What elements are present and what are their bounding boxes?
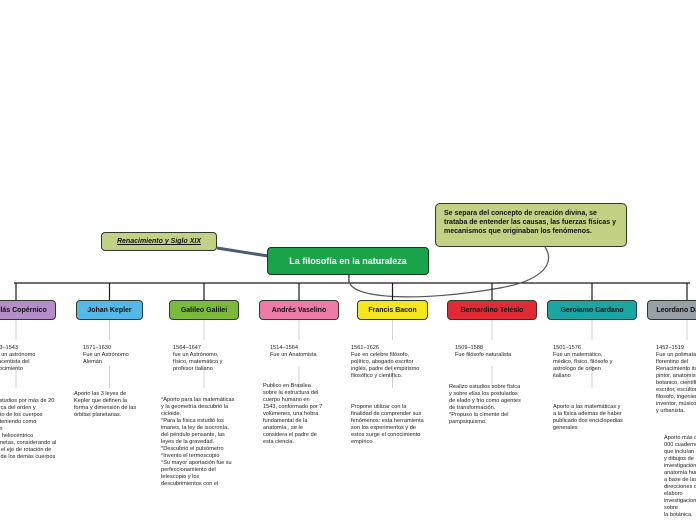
branch-bio-text: 1509–1588 Fue filósofo naturalista: [455, 345, 512, 358]
branch-note-text: Publico en Brasilea sobre la estructura …: [263, 383, 323, 445]
branch-node[interactable]: Andrés Vaselino: [259, 300, 339, 320]
branch-node[interactable]: Francis Bacon: [357, 300, 428, 320]
branch-bio-text: 1452–1519 Fue un polimata florentino del…: [656, 345, 696, 414]
branch-note-text: Realizó estudios por más de 20 años acer…: [0, 398, 57, 460]
branch-note-text: Aporto más de 13 000 cuadernos que inclu…: [664, 435, 696, 518]
side-label-connector: [216, 246, 269, 258]
branch-note-text: Propone utilizar con la finalidad de com…: [351, 404, 424, 445]
branch-node[interactable]: Leordano Da Vinci: [647, 300, 696, 320]
branch-note-text: Aporto a las matemáticas y a la física a…: [553, 404, 623, 431]
branch-note-text: Realizo estudios sobre física y sobre el…: [449, 384, 521, 425]
central-topic[interactable]: La filosofía en la naturaleza: [267, 247, 429, 275]
branch-node[interactable]: Nicolás Copérnico: [0, 300, 56, 320]
branch-node[interactable]: Geroiamo Cardano: [547, 300, 637, 320]
branch-bio-text: 1571–1630 Fue un Astrónomo Alemán: [83, 345, 129, 365]
callout-note[interactable]: Se separa del concepto de creación divin…: [435, 203, 627, 247]
branch-bio-text: 1501–1576 Fue un matemático, médico, fís…: [553, 345, 613, 379]
branch-node[interactable]: Bernardino Telesio: [447, 300, 537, 320]
branch-bio-text: 1561–1626 Fue en celebre filósofo, polít…: [351, 345, 420, 379]
branch-bio-text: 1564–1647 fue un Astrónomo, físico, mate…: [173, 345, 223, 372]
branch-note-text: Aporto las 3 leyes de Kepler que definen…: [74, 391, 137, 418]
branch-node[interactable]: Galileo Galilei: [169, 300, 239, 320]
branch-node[interactable]: Johan Kepler: [76, 300, 143, 320]
branch-note-text: °Aporto para las matemáticas y la geomet…: [161, 397, 235, 487]
callout-connector: [348, 246, 550, 298]
branch-bio-text: 1514–1564 Fue un Anatomista: [270, 345, 317, 358]
branch-bio-text: 1473–1543 Fue un astrónomo renacentista …: [0, 345, 36, 372]
topic-renacimiento-siglo-xix[interactable]: Renacimiento y Siglo XIX: [101, 232, 217, 251]
